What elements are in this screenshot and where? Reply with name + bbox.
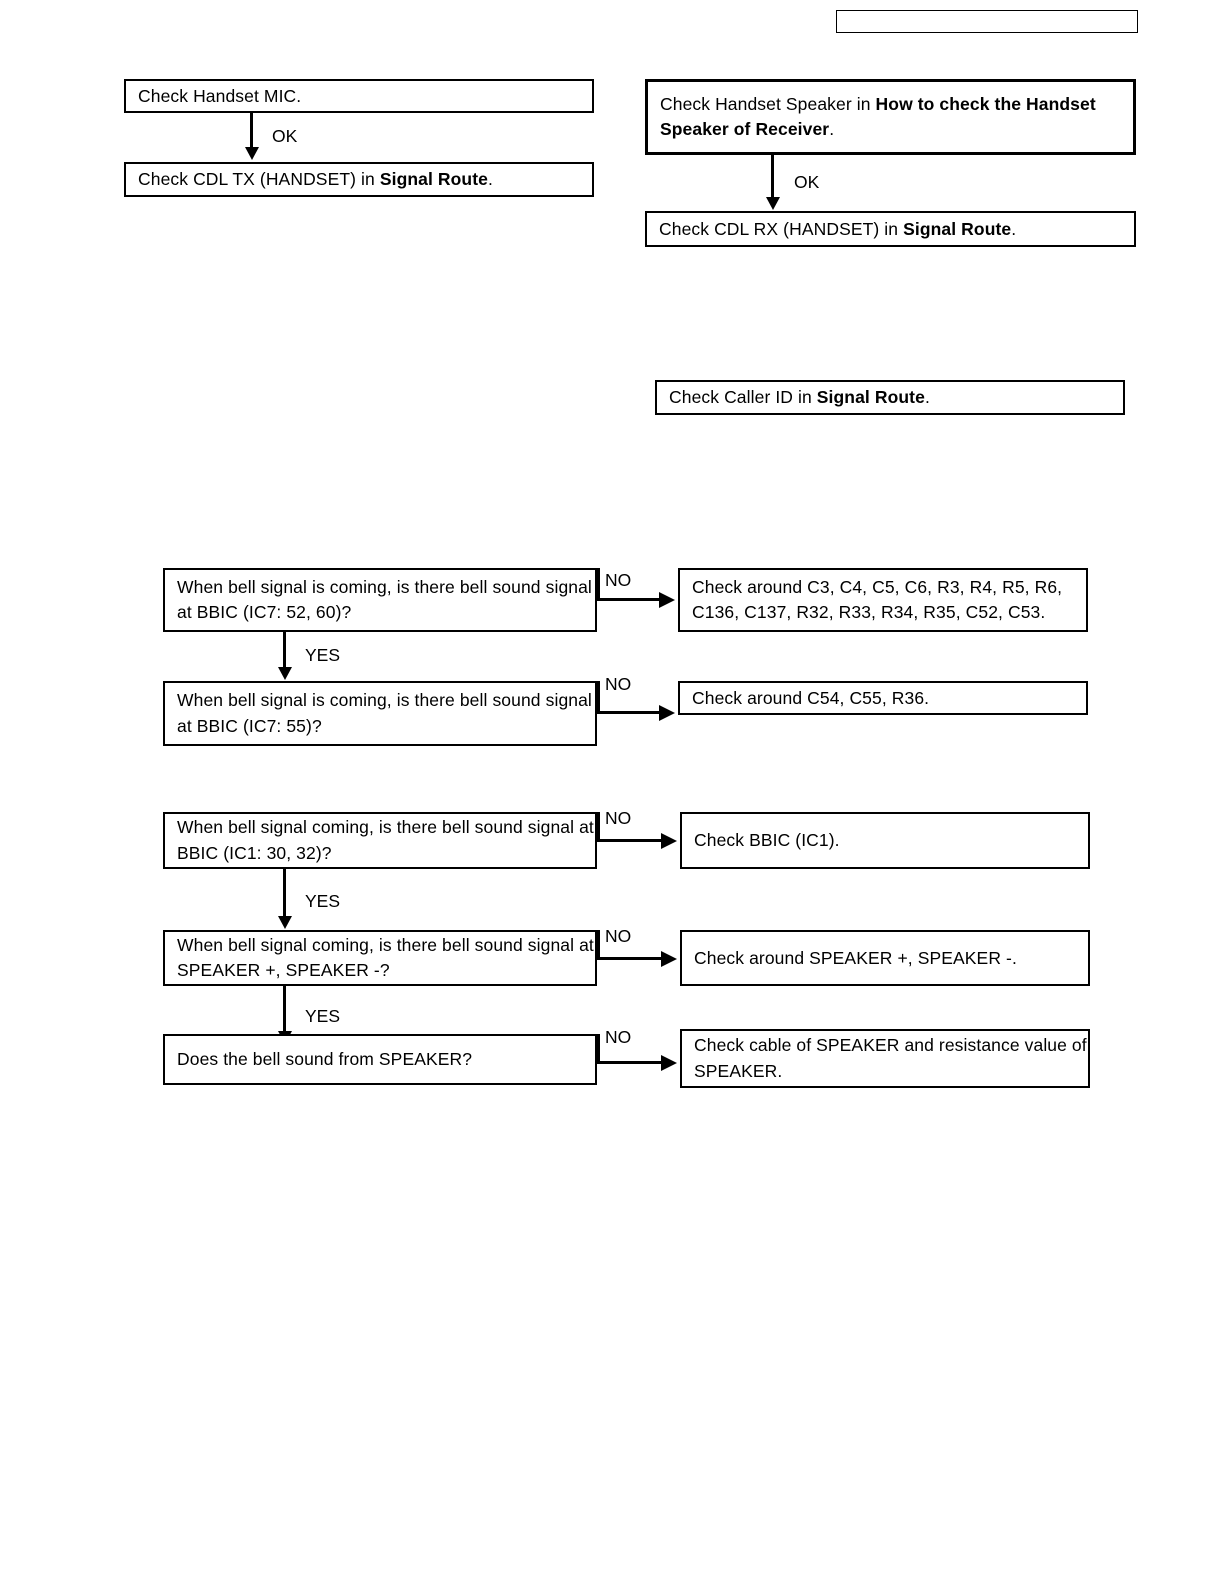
bell-speaker-step1-no-result-text: Check BBIC (IC1). bbox=[694, 830, 840, 851]
bell-speaker-step3-question-box: Does the bell sound from SPEAKER? bbox=[163, 1034, 597, 1085]
bell-ic7-step1-no-label: NO bbox=[605, 570, 632, 590]
bell-speaker-step1-no-label: NO bbox=[605, 808, 632, 828]
handset-mic-start-text: Check Handset MIC. bbox=[138, 85, 302, 106]
handset-mic-ok-label: OK bbox=[272, 126, 298, 146]
bell-speaker-step1-question-box: When bell signal coming, is there bell s… bbox=[163, 812, 597, 869]
header-box bbox=[836, 10, 1138, 33]
bell-ic7-step1-question-text: When bell signal is coming, is there bel… bbox=[177, 576, 592, 622]
bell-ic7-step1-no-result-box: Check around C3, C4, C5, C6, R3, R4, R5,… bbox=[678, 568, 1088, 632]
bell-speaker-step2-yes-label: YES bbox=[305, 1006, 341, 1026]
caller-id-text: Check Caller ID in Signal Route. bbox=[669, 387, 930, 408]
handset-mic-result-text: Check CDL TX (HANDSET) in Signal Route. bbox=[138, 169, 493, 190]
bell-speaker-step3-no-label: NO bbox=[605, 1027, 632, 1047]
bell-ic7-step2-question-box: When bell signal is coming, is there bel… bbox=[163, 681, 597, 746]
bell-ic7-step2-no-result-text: Check around C54, C55, R36. bbox=[692, 687, 930, 708]
handset-speaker-result-box: Check CDL RX (HANDSET) in Signal Route. bbox=[645, 211, 1136, 247]
bell-ic7-step1-question-box: When bell signal is coming, is there bel… bbox=[163, 568, 597, 632]
bell-speaker-step2-no-result-text: Check around SPEAKER +, SPEAKER -. bbox=[694, 947, 1017, 968]
bell-speaker-step3-question-text: Does the bell sound from SPEAKER? bbox=[177, 1049, 473, 1070]
bell-ic7-step2-no-label: NO bbox=[605, 674, 632, 694]
handset-speaker-ok-label: OK bbox=[794, 172, 820, 192]
bell-speaker-step1-question-text: When bell signal coming, is there bell s… bbox=[177, 817, 594, 863]
bell-ic7-step2-no-result-box: Check around C54, C55, R36. bbox=[678, 681, 1088, 715]
bell-speaker-step3-no-result-box: Check cable of SPEAKER and resistance va… bbox=[680, 1029, 1090, 1088]
handset-mic-result-box: Check CDL TX (HANDSET) in Signal Route. bbox=[124, 162, 594, 197]
handset-speaker-start-text: Check Handset Speaker in How to check th… bbox=[660, 93, 1096, 139]
caller-id-box: Check Caller ID in Signal Route. bbox=[655, 380, 1125, 415]
bell-ic7-step1-no-result-text: Check around C3, C4, C5, C6, R3, R4, R5,… bbox=[692, 576, 1063, 622]
bell-ic7-yes-label: YES bbox=[305, 645, 341, 665]
bell-speaker-step1-no-result-box: Check BBIC (IC1). bbox=[680, 812, 1090, 869]
bell-speaker-step2-no-label: NO bbox=[605, 926, 632, 946]
handset-mic-start-box: Check Handset MIC. bbox=[124, 79, 594, 113]
bell-speaker-step1-yes-label: YES bbox=[305, 891, 341, 911]
bell-ic7-step2-question-text: When bell signal is coming, is there bel… bbox=[177, 690, 592, 736]
bell-speaker-step2-question-box: When bell signal coming, is there bell s… bbox=[163, 930, 597, 986]
bell-speaker-step3-no-result-text: Check cable of SPEAKER and resistance va… bbox=[694, 1035, 1087, 1081]
bell-speaker-step2-question-text: When bell signal coming, is there bell s… bbox=[177, 934, 594, 980]
handset-speaker-start-box: Check Handset Speaker in How to check th… bbox=[645, 79, 1136, 155]
bell-speaker-step2-no-result-box: Check around SPEAKER +, SPEAKER -. bbox=[680, 930, 1090, 986]
handset-speaker-result-text: Check CDL RX (HANDSET) in Signal Route. bbox=[659, 218, 1017, 239]
